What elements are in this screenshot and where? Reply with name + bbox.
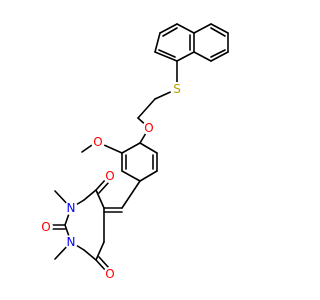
atom-o-ether: O — [142, 121, 156, 135]
bond — [139, 142, 158, 154]
atom-o-c6: O — [103, 267, 117, 281]
bond — [95, 178, 107, 191]
bond — [162, 27, 178, 37]
bond — [103, 144, 123, 154]
bond — [176, 51, 195, 62]
bond — [159, 23, 178, 34]
bond — [121, 170, 141, 182]
carbonyl-oxygen-label: O — [41, 220, 50, 234]
bond — [193, 51, 212, 62]
bond — [95, 259, 107, 272]
bond-layer — [51, 23, 229, 272]
bond — [154, 51, 178, 62]
bond — [154, 32, 161, 53]
nitrogen-atom-label: N — [67, 201, 76, 215]
atom-s1: S — [170, 82, 184, 96]
atom-n3: N — [64, 235, 78, 249]
methoxy-oxygen-label: O — [93, 135, 102, 149]
structure-canvas: S O O O O O N N — [39, 23, 229, 281]
atom-o-methoxy: O — [91, 135, 105, 149]
bond — [83, 189, 97, 201]
bond — [210, 27, 226, 37]
bond — [210, 49, 226, 58]
atom-o-c2: O — [39, 220, 53, 234]
bond — [121, 142, 141, 154]
carbonyl-oxygen-label: O — [105, 169, 114, 183]
bond — [98, 256, 110, 269]
atom-label-layer: S O O O O O N N — [39, 82, 184, 281]
bond — [81, 144, 93, 153]
bond — [210, 51, 229, 62]
sulfur-atom-label: S — [173, 82, 181, 96]
atom-o-c4: O — [103, 169, 117, 183]
bond — [95, 189, 105, 209]
bond — [210, 23, 229, 34]
atom-n1: N — [64, 201, 78, 215]
bond — [139, 170, 158, 182]
bond — [176, 23, 195, 34]
bond — [95, 241, 105, 261]
bond — [121, 180, 141, 209]
bond — [158, 49, 176, 58]
bond — [193, 23, 212, 34]
nitrogen-atom-label: N — [67, 235, 76, 249]
bond — [98, 181, 110, 194]
bond — [83, 249, 97, 261]
carbonyl-oxygen-label: O — [105, 267, 114, 281]
ether-oxygen-label: O — [144, 121, 153, 135]
bond — [137, 98, 156, 119]
molecule-diagram: S O O O O O N N — [39, 23, 229, 281]
